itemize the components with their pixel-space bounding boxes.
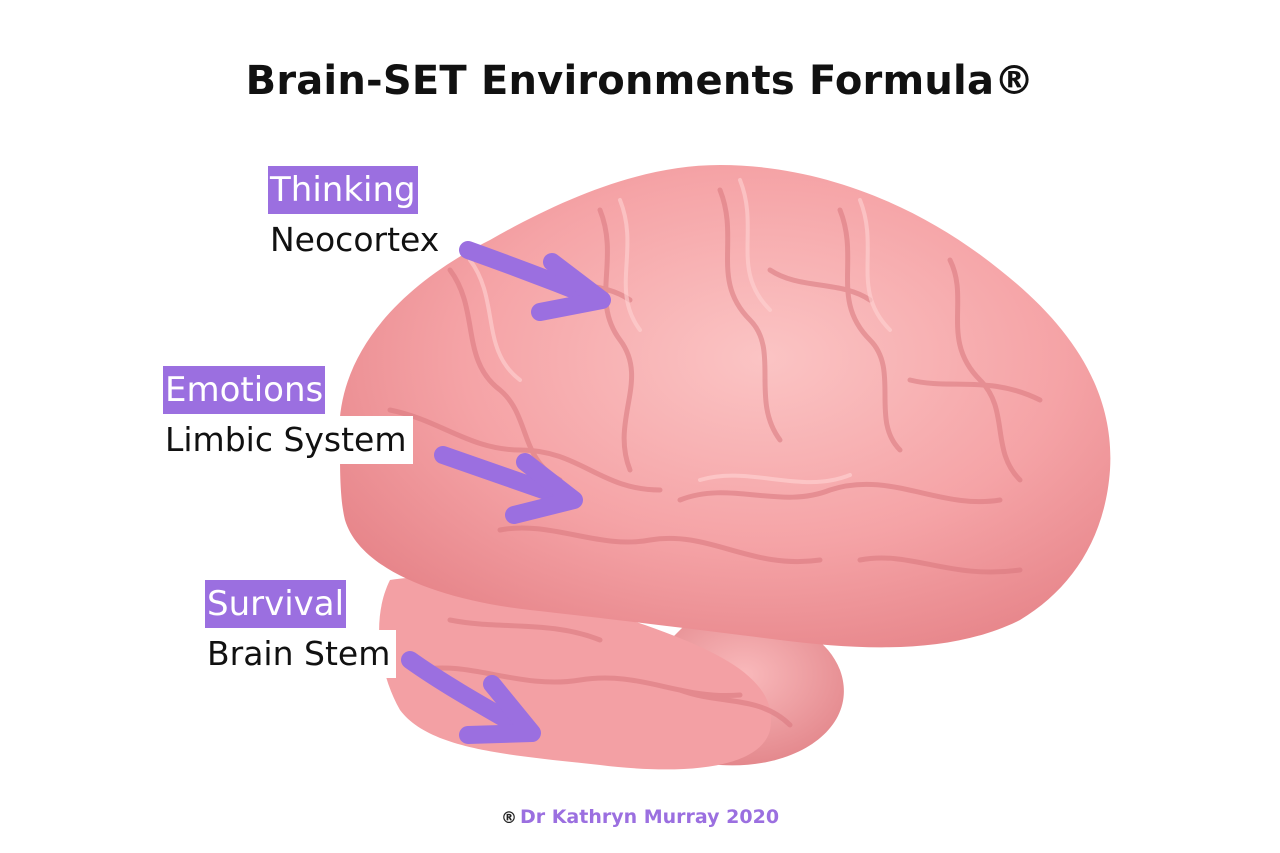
sub-brain-stem: Brain Stem [205,630,397,678]
copyright-footer: ®Dr Kathryn Murray 2020 [0,806,1280,828]
registered-symbol: ® [500,808,517,827]
sub-neocortex: Neocortex [268,216,446,264]
diagram-title: Brain-SET Environments Formula® [245,58,1035,104]
label-emotions: Emotions Limbic System [163,366,413,464]
tag-emotions: Emotions [163,366,326,414]
tag-thinking: Thinking [268,166,418,214]
label-thinking: Thinking Neocortex [268,166,446,264]
footer-text: Dr Kathryn Murray 2020 [519,806,780,828]
tag-survival: Survival [205,580,347,628]
sub-limbic-system: Limbic System [163,416,413,464]
label-survival: Survival Brain Stem [205,580,397,678]
